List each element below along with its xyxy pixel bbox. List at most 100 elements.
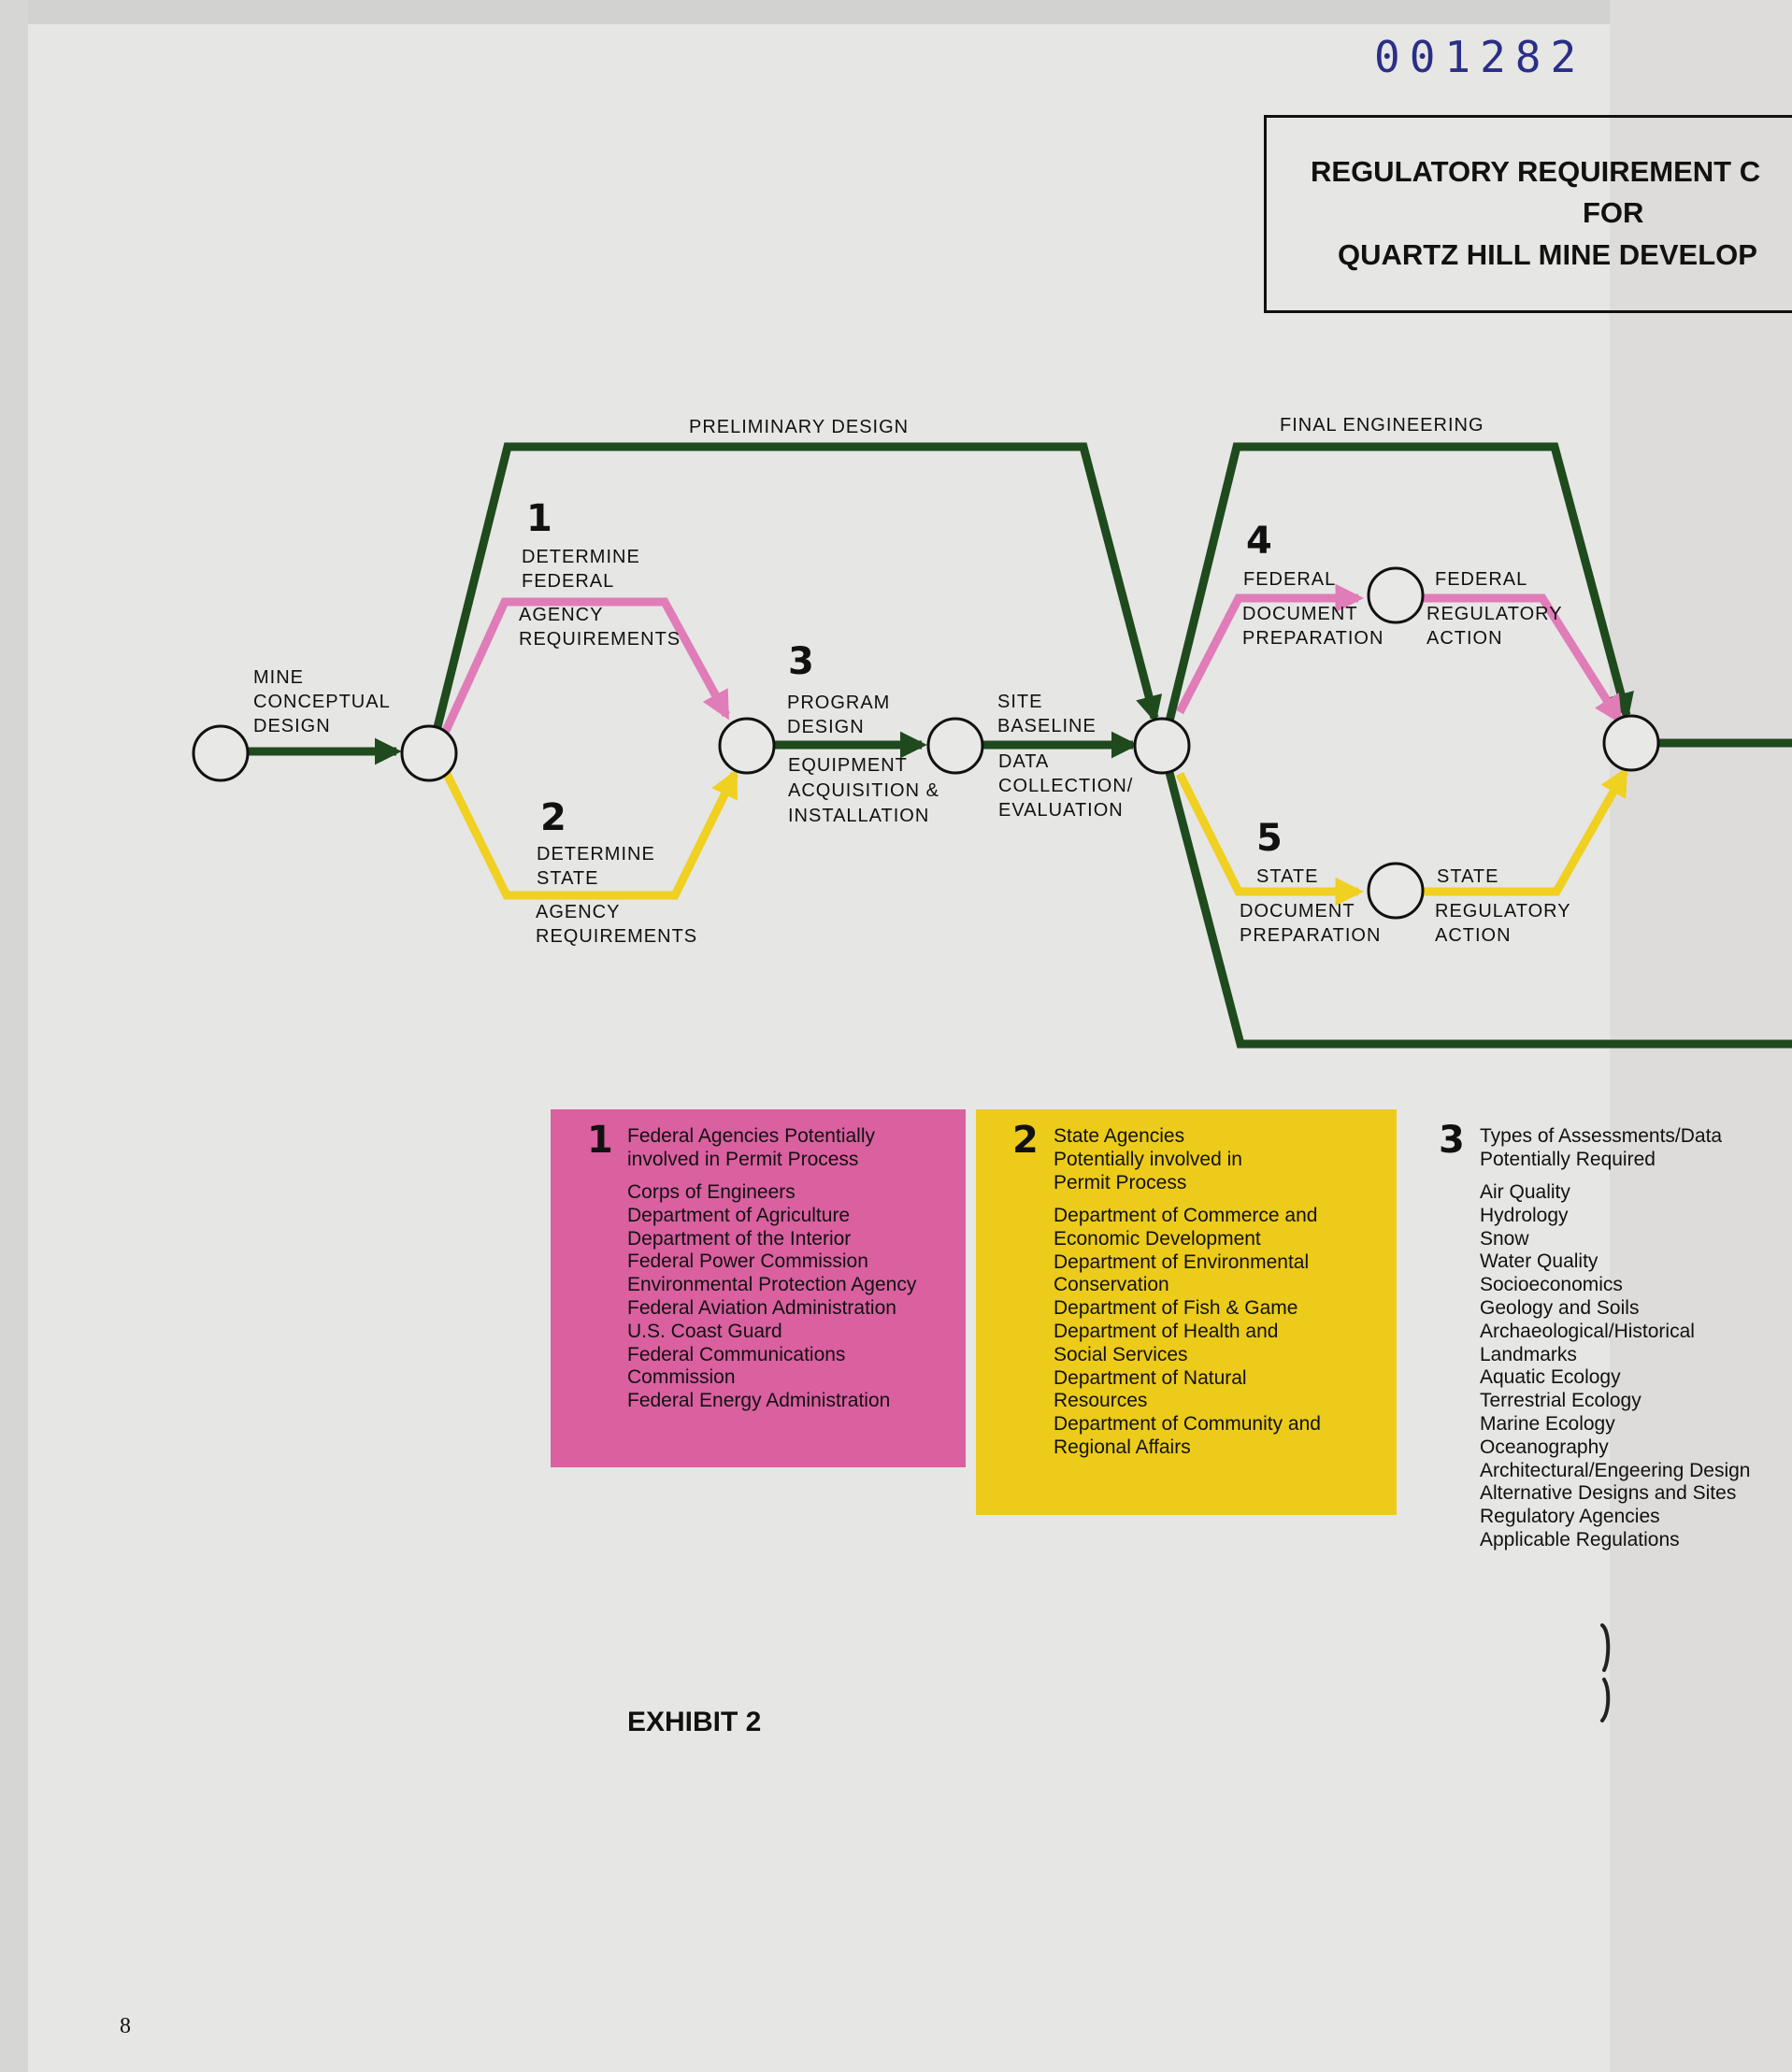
step-3-label-bottom-1: EQUIPMENT	[788, 755, 908, 776]
list-item: Architectural/Engeering Design	[1480, 1459, 1751, 1481]
list-item: Federal Power Commission	[627, 1250, 868, 1273]
step-2-label-bottom-1: AGENCY	[536, 902, 621, 922]
final-engineering-bottom-path	[1157, 742, 1792, 1049]
site-label-bottom-1: DATA	[998, 751, 1050, 772]
list-item: Terrestrial Ecology	[1480, 1390, 1641, 1412]
list-item: Social Services	[1054, 1343, 1188, 1365]
paper-left-edge	[0, 0, 28, 2072]
staple-mark	[1600, 1623, 1611, 1722]
list-item: Aquatic Ecology	[1480, 1366, 1621, 1389]
step-5-left-top: STATE	[1256, 866, 1319, 887]
page-number: 8	[120, 2014, 131, 2038]
paper-top-edge	[0, 0, 1792, 24]
final-engineering-top-path	[1159, 442, 1634, 746]
step-4-left-bottom-2: PREPARATION	[1242, 628, 1384, 649]
list-item: Department of Environmental	[1054, 1250, 1310, 1273]
start-label-2: CONCEPTUAL	[253, 692, 391, 712]
step-5-right-bottom-2: ACTION	[1435, 925, 1512, 946]
fold-out-sheet-edge	[1610, 0, 1792, 2072]
step-4-number: 4	[1246, 520, 1272, 563]
title-line-3: QUARTZ HILL MINE DEVELOP	[1338, 238, 1757, 271]
step-4-right-bottom-1: REGULATORY	[1426, 604, 1563, 624]
list-item: Corps of Engineers	[627, 1181, 796, 1203]
state-box-heading-3: Permit Process	[1054, 1172, 1187, 1193]
list-item: Economic Development	[1054, 1227, 1261, 1250]
list-item: Commission	[627, 1366, 736, 1389]
step-5-right-top: STATE	[1437, 866, 1499, 887]
step-5-right-bottom-1: REGULATORY	[1435, 901, 1571, 922]
list-item: Air Quality	[1480, 1181, 1570, 1203]
list-item: Applicable Regulations	[1480, 1528, 1680, 1550]
list-item: Regulatory Agencies	[1480, 1506, 1660, 1528]
phase-label-preliminary: PRELIMINARY DESIGN	[689, 417, 910, 437]
federal-box-number: 1	[587, 1119, 613, 1162]
list-item: Department of Agriculture	[627, 1204, 851, 1226]
list-item: Marine Ecology	[1480, 1412, 1615, 1435]
assessments-number: 3	[1439, 1119, 1465, 1162]
list-item: Department of the Interior	[627, 1227, 852, 1250]
step-2-label-top-1: DETERMINE	[537, 844, 655, 865]
federal-agencies-box	[551, 1109, 966, 1467]
step-4-left-bottom-1: DOCUMENT	[1242, 604, 1358, 624]
node-state	[1367, 862, 1425, 920]
list-item: Snow	[1480, 1227, 1529, 1250]
list-item: Oceanography	[1480, 1436, 1609, 1458]
federal-document-path	[1176, 583, 1365, 715]
list-item: Federal Aviation Administration	[627, 1296, 896, 1319]
preliminary-design-path	[430, 442, 1163, 740]
exhibit-label: EXHIBIT 2	[627, 1707, 762, 1737]
list-item: Regional Affairs	[1054, 1436, 1191, 1458]
list-item: Conservation	[1054, 1274, 1169, 1296]
node-end	[1602, 714, 1660, 772]
state-action-path	[1424, 766, 1628, 896]
start-label-3: DESIGN	[253, 716, 331, 736]
federal-box-heading-2: involved in Permit Process	[627, 1149, 859, 1170]
list-item: U.S. Coast Guard	[627, 1320, 782, 1342]
site-label-bottom-2: COLLECTION/	[998, 776, 1134, 796]
site-label-top-2: BASELINE	[997, 716, 1097, 736]
step-3-label-bottom-2: ACQUISITION &	[788, 780, 939, 801]
step-3-label-top-1: PROGRAM	[787, 693, 891, 713]
node-federal	[1367, 566, 1425, 624]
state-box-heading-2: Potentially involved in	[1054, 1149, 1242, 1170]
list-item: Department of Fish & Game	[1054, 1297, 1298, 1320]
step-5-left-bottom-1: DOCUMENT	[1240, 901, 1355, 922]
start-label-1: MINE	[253, 667, 304, 688]
site-label-bottom-3: EVALUATION	[998, 800, 1124, 821]
step-2-label-bottom-2: REQUIREMENTS	[536, 926, 698, 947]
federal-action-path	[1424, 593, 1623, 725]
node-3	[718, 717, 776, 775]
step-5-number: 5	[1256, 817, 1283, 860]
state-document-path	[1175, 771, 1365, 907]
title-line-1: REGULATORY REQUIREMENT C	[1311, 155, 1761, 188]
list-item: Department of Natural	[1054, 1366, 1247, 1389]
step-1-number: 1	[526, 497, 552, 540]
list-item: Archaeological/Historical	[1480, 1320, 1695, 1342]
list-item: Department of Health and	[1054, 1320, 1279, 1342]
step-3-number: 3	[788, 640, 814, 683]
step-1-label-bottom-2: REQUIREMENTS	[519, 629, 681, 650]
list-item: Department of Community and	[1054, 1413, 1321, 1436]
step-1-label-top-1: DETERMINE	[522, 547, 640, 567]
assessments-heading-2: Potentially Required	[1480, 1149, 1656, 1170]
step-2-number: 2	[540, 796, 566, 839]
list-item: Landmarks	[1480, 1343, 1577, 1365]
list-item: Socioeconomics	[1480, 1274, 1623, 1296]
step-2-label-top-2: STATE	[537, 868, 599, 889]
list-item: Alternative Designs and Sites	[1480, 1482, 1737, 1505]
federal-requirements-path	[441, 597, 730, 733]
list-item: Federal Energy Administration	[627, 1390, 891, 1412]
flow-diagram	[192, 442, 1792, 1049]
site-label-top-1: SITE	[997, 692, 1043, 712]
step-4-left-top: FEDERAL	[1243, 569, 1337, 590]
list-item: Environmental Protection Agency	[627, 1274, 917, 1296]
step-3-label-top-2: DESIGN	[787, 717, 865, 737]
step-4-right-bottom-2: ACTION	[1426, 628, 1503, 649]
state-box-heading-1: State Agencies	[1054, 1125, 1185, 1147]
step-1-label-bottom-1: AGENCY	[519, 605, 604, 625]
node-1	[400, 724, 458, 782]
step-3-label-bottom-3: INSTALLATION	[788, 806, 930, 826]
